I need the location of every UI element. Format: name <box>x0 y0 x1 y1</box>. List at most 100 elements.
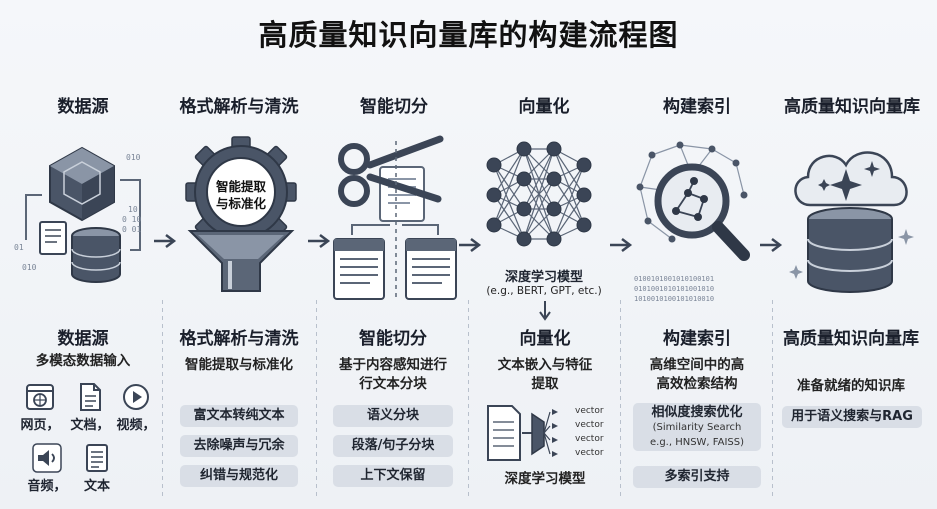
datasource-icon: 010 10 0 10 0 01 010 01 <box>14 146 141 283</box>
vector-label: vector <box>575 448 604 458</box>
modal-web: 网页， <box>16 382 64 433</box>
modal-text-label: 文本 <box>83 479 110 494</box>
pill-similarity-search: 相似度搜索优化 (Similarity Search e.g., HNSW, F… <box>633 403 761 451</box>
nn-connection <box>523 148 555 210</box>
stage-title-parsing: 格式解析与清洗 <box>179 97 299 117</box>
modal-text: 文本 <box>74 443 120 494</box>
nn-connection <box>553 164 585 240</box>
nn-node <box>516 171 532 187</box>
section-title-index: 构建索引 <box>663 329 731 349</box>
vector-label: vector <box>575 406 604 416</box>
cloud-database-icon <box>789 151 914 293</box>
gear-label: 智能提取 与标准化 <box>196 178 286 212</box>
pill-similarity-main: 相似度搜索优化 <box>651 405 743 420</box>
modal-video: 视频， <box>112 382 160 433</box>
speaker-icon <box>32 443 62 473</box>
pill-context-keep: 上下文保留 <box>333 465 453 487</box>
model-sub-label: (e.g., BERT, GPT, etc.) <box>486 285 602 297</box>
modal-web-label: 网页， <box>20 418 60 433</box>
pill-multi-index: 多索引支持 <box>633 466 761 488</box>
modal-document: 文档， <box>66 382 114 433</box>
pill-denoise: 去除噪声与冗余 <box>180 435 298 457</box>
section-desc-chunking-line2: 行文本分块 <box>359 376 427 392</box>
modal-document-label: 文档， <box>70 418 110 433</box>
stage-title-vectorize: 向量化 <box>518 97 570 117</box>
pill-semantic-rag: 用于语义搜索与RAG <box>782 406 922 428</box>
nn-node <box>576 157 592 173</box>
stage-title-vectordb: 高质量知识向量库 <box>784 97 920 117</box>
embedding-icon <box>487 405 558 461</box>
section-desc-vectorize-line2: 提取 <box>531 376 559 392</box>
nn-connection <box>493 148 525 196</box>
nn-connection <box>523 148 555 240</box>
section-title-parsing: 格式解析与清洗 <box>179 329 299 349</box>
model-label: 深度学习模型 <box>504 270 583 285</box>
text-file-icon <box>86 444 108 472</box>
section-title-vectordb: 高质量知识向量库 <box>783 329 919 349</box>
web-icon <box>26 384 54 410</box>
nn-connection <box>493 178 525 226</box>
stage-title-index: 构建索引 <box>663 97 731 117</box>
column-divider <box>162 300 163 500</box>
svg-text:0 10: 0 10 <box>122 215 141 224</box>
nn-node <box>516 201 532 217</box>
flow-arrow-1 <box>154 234 177 248</box>
neural-network-icon <box>486 141 592 247</box>
nn-node <box>576 217 592 233</box>
column-divider <box>316 300 317 500</box>
svg-text:10: 10 <box>128 205 138 214</box>
document-icon <box>80 383 101 411</box>
section-title-datasource: 数据源 <box>57 329 109 349</box>
nn-node <box>486 217 502 233</box>
flow-arrow-4 <box>610 238 633 252</box>
section-title-vectorize: 向量化 <box>519 329 571 349</box>
svg-text:0 01: 0 01 <box>122 225 141 234</box>
scissors-icon <box>333 135 457 300</box>
play-icon <box>123 384 149 410</box>
nn-node <box>546 231 562 247</box>
column-divider <box>468 300 469 500</box>
modal-audio-label: 音频， <box>27 479 67 494</box>
svg-text:01: 01 <box>14 243 24 252</box>
pill-semantic-chunk: 语义分块 <box>333 405 453 427</box>
nn-connection <box>523 178 555 240</box>
section-desc-chunking-line1: 基于内容感知进行 <box>339 357 447 373</box>
page-title: 高质量知识向量库的构建流程图 <box>258 18 679 52</box>
section-desc-vectorize: 文本嵌入与特征 提取 <box>470 356 620 394</box>
section-desc-vectorize-line1: 文本嵌入与特征 <box>497 357 593 373</box>
column-divider <box>772 300 773 500</box>
binary-row-2: 0101001010101001010 <box>634 285 714 293</box>
nn-node <box>486 187 502 203</box>
modal-video-label: 视频， <box>116 418 156 433</box>
stage-title-chunking: 智能切分 <box>360 97 428 117</box>
vector-label: vector <box>575 420 604 430</box>
column-divider <box>620 300 621 500</box>
section-desc-parsing: 智能提取与标准化 <box>185 357 293 373</box>
pill-similarity-sub1: (Similarity Search <box>652 422 742 433</box>
pill-sentence-chunk: 段落/句子分块 <box>333 435 453 457</box>
magnifier-graph-icon: 0100101001010100101 0101001010101001010 … <box>634 141 750 303</box>
pill-similarity-sub2: e.g., HNSW, FAISS) <box>649 437 745 448</box>
stage-title-datasource: 数据源 <box>57 97 109 117</box>
section-desc-index-line1: 高维空间中的高 <box>649 357 745 373</box>
down-arrow <box>539 301 551 321</box>
flow-arrow-2 <box>308 234 331 248</box>
flow-arrow-3 <box>459 238 482 252</box>
section-desc-index: 高维空间中的高 高效检索结构 <box>622 356 772 394</box>
svg-text:010: 010 <box>22 263 37 272</box>
gear-label-line1: 智能提取 <box>215 179 266 194</box>
gear-funnel-icon <box>185 136 297 292</box>
nn-connection <box>493 148 525 226</box>
pill-richtext: 富文本转纯文本 <box>180 405 298 427</box>
section-desc-datasource: 多模态数据输入 <box>35 353 131 369</box>
nn-node <box>546 201 562 217</box>
flow-arrow-5 <box>760 238 783 252</box>
nn-connection <box>553 194 585 240</box>
nn-node <box>516 141 532 157</box>
svg-text:010: 010 <box>126 153 141 162</box>
binary-row-3: 1010010100101010010 <box>634 295 714 303</box>
nn-node <box>576 187 592 203</box>
section-title-chunking: 智能切分 <box>359 329 427 349</box>
nn-connection <box>553 164 585 210</box>
gear-label-line2: 与标准化 <box>215 196 266 211</box>
